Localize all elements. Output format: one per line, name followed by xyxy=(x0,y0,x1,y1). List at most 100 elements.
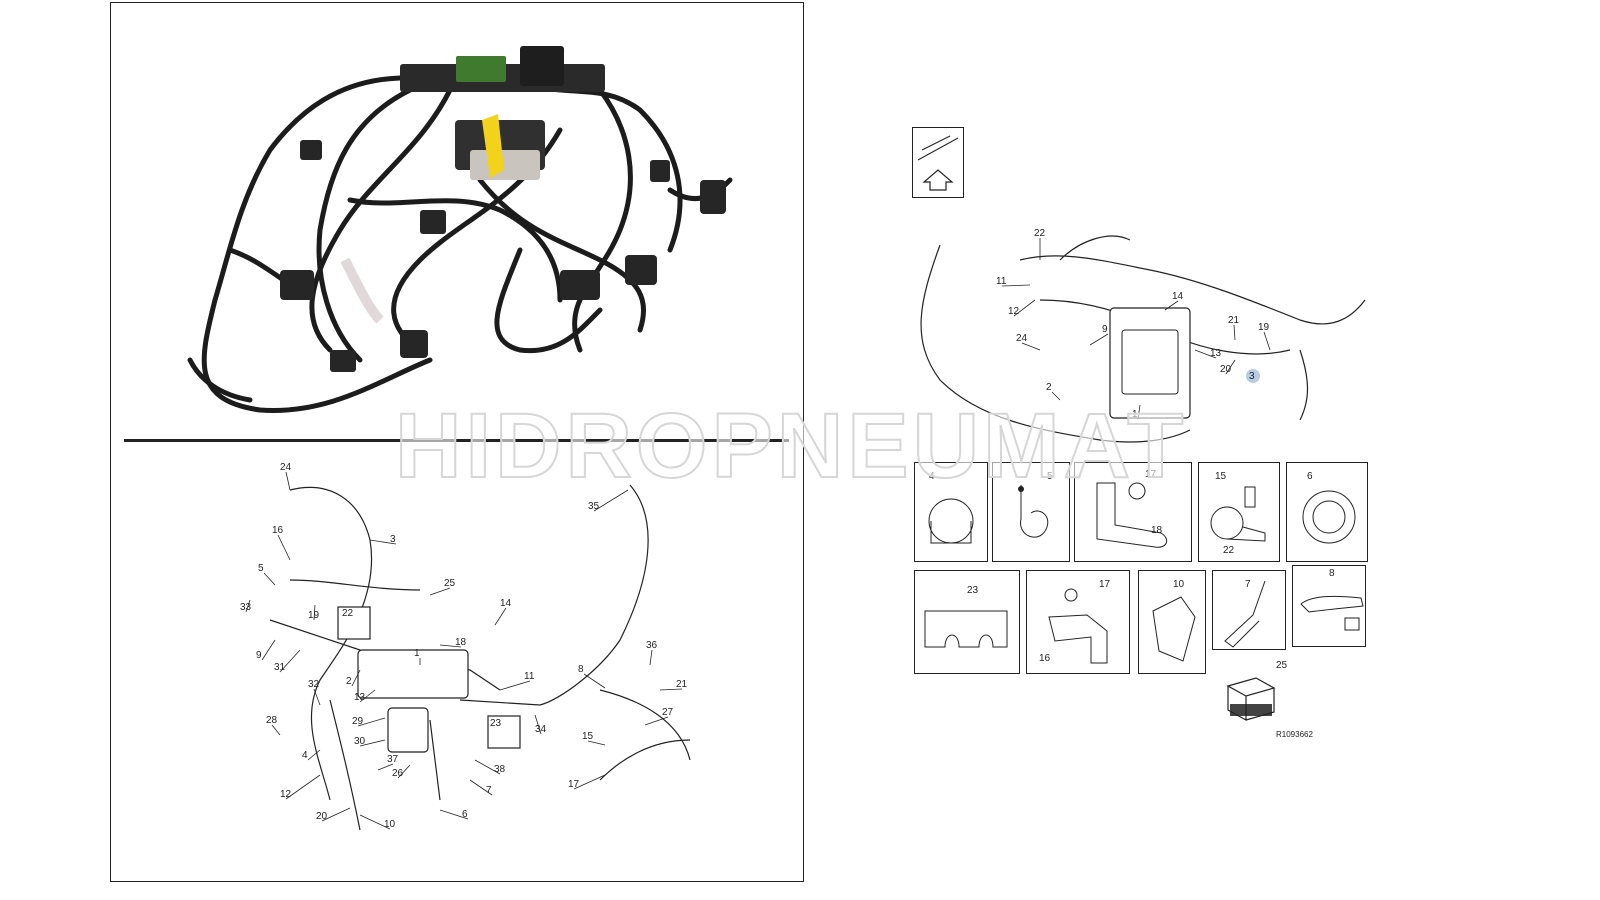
right-main-leader-line xyxy=(1021,342,1041,351)
bottom-left-callout: 2 xyxy=(346,676,352,687)
part-cell: 23 xyxy=(914,570,1020,674)
right-main-callout: 24 xyxy=(1016,333,1028,344)
bottom-left-callout: 5 xyxy=(258,563,264,574)
bottom-left-leader-line xyxy=(245,599,251,613)
bottom-left-leader-line xyxy=(359,814,391,830)
part-number: 17 xyxy=(1145,469,1157,480)
bottom-left-leader-line xyxy=(649,649,653,666)
part-drawing xyxy=(1096,482,1168,548)
bottom-left-callout: 15 xyxy=(582,731,594,742)
bottom-left-leader-line xyxy=(377,763,394,771)
bottom-left-callout: 1 xyxy=(414,648,420,659)
bottom-left-callout: 29 xyxy=(352,716,364,727)
bottom-left-callout: 16 xyxy=(272,525,284,536)
bottom-left-callout: 26 xyxy=(392,768,404,779)
right-main-callout: 11 xyxy=(996,276,1007,287)
bottom-left-callout: 33 xyxy=(240,602,252,613)
right-main-leader-line xyxy=(1051,391,1061,401)
bottom-left-leader-line xyxy=(279,649,301,673)
bottom-left-callout: 12 xyxy=(280,789,292,800)
part-number: 10 xyxy=(1173,579,1185,590)
bottom-left-leader-line xyxy=(593,489,629,512)
bottom-left-leader-line xyxy=(271,724,281,736)
kit-box-label: 25 xyxy=(1276,660,1288,671)
part-number: 17 xyxy=(1099,579,1111,590)
part-drawing xyxy=(1300,595,1364,631)
right-main-leader-line xyxy=(1013,299,1036,317)
part-drawing xyxy=(1018,485,1049,538)
bottom-left-leader-line xyxy=(439,644,462,648)
bottom-left-leader-line xyxy=(659,688,683,691)
part-cell: 8 xyxy=(1292,565,1366,647)
bottom-left-leader-line xyxy=(469,779,493,796)
right-main-leader-line xyxy=(1225,359,1236,375)
watermark: HIDROPNEUMAT xyxy=(394,395,1188,497)
bottom-left-leader-line xyxy=(499,680,531,691)
right-main-leader-line xyxy=(1194,349,1217,359)
bottom-left-leader-line xyxy=(644,716,669,726)
bottom-left-leader-line xyxy=(263,572,276,586)
bottom-left-leader-line xyxy=(494,607,507,626)
right-main-callout: 20 xyxy=(1220,364,1232,375)
bottom-left-leader-line xyxy=(357,717,386,727)
bottom-left-leader-line xyxy=(583,673,606,689)
part-number: 16 xyxy=(1039,653,1051,664)
part-drawing xyxy=(1210,486,1266,542)
reference-code: R1093662 xyxy=(1276,730,1313,739)
right-main-leader-line xyxy=(1164,300,1179,311)
bottom-left-leader-line xyxy=(397,764,411,779)
bottom-left-callout: 3 xyxy=(390,534,396,545)
bottom-left-callout: 34 xyxy=(535,724,547,735)
bottom-left-leader-line xyxy=(261,639,276,661)
left-panel-divider xyxy=(124,439,789,442)
bottom-left-leader-line xyxy=(359,689,376,703)
part-number: 8 xyxy=(1329,568,1335,579)
right-main-leader-line xyxy=(1137,404,1141,420)
part-number: 4 xyxy=(929,471,935,482)
bottom-left-callout: 8 xyxy=(578,664,584,675)
bottom-left-callout: 23 xyxy=(490,718,502,729)
right-main-callout: 2 xyxy=(1046,382,1052,393)
bottom-left-callout: 11 xyxy=(524,671,535,682)
right-main-leader-line xyxy=(1263,331,1271,351)
part-number: 22 xyxy=(1223,545,1235,556)
bottom-left-leader-line xyxy=(429,587,451,596)
bottom-left-callout: 30 xyxy=(354,736,366,747)
bottom-left-leader-line xyxy=(285,471,291,491)
bottom-left-leader-line xyxy=(369,539,397,545)
part-number: 5 xyxy=(1047,471,1053,482)
right-main-callout: 21 xyxy=(1228,315,1240,326)
right-main-callout: 19 xyxy=(1258,322,1270,333)
bottom-left-leader-line xyxy=(285,774,321,800)
part-number: 15 xyxy=(1215,471,1227,482)
bottom-left-leader-line xyxy=(307,749,321,761)
bottom-left-callout: 28 xyxy=(266,715,278,726)
bottom-left-leader-line xyxy=(359,739,386,747)
bottom-left-callout: 7 xyxy=(486,785,492,796)
part-cell: 10 xyxy=(1138,570,1206,674)
right-main-leader-line xyxy=(1089,333,1109,346)
right-main-leader-line xyxy=(1233,324,1236,341)
part-drawing xyxy=(1302,490,1356,544)
part-drawing xyxy=(928,498,974,544)
part-drawing xyxy=(1224,580,1266,648)
bottom-left-callout: 35 xyxy=(588,501,600,512)
bottom-left-callout: 22 xyxy=(342,608,354,619)
part-cell: 6 xyxy=(1286,462,1368,562)
bottom-left-callout: 27 xyxy=(662,707,674,718)
part-number: 23 xyxy=(967,585,979,596)
right-main-callout: 14 xyxy=(1172,291,1184,302)
right-main-callout: 12 xyxy=(1008,306,1020,317)
bottom-left-callout: 20 xyxy=(316,811,328,822)
part-cell: 4 xyxy=(914,462,988,562)
bottom-left-leader-line xyxy=(321,807,351,822)
bottom-left-callout: 25 xyxy=(444,578,456,589)
part-number: 18 xyxy=(1151,525,1163,536)
bottom-left-callout: 18 xyxy=(455,637,467,648)
bottom-left-callout: 10 xyxy=(384,819,396,830)
bottom-left-leader-line xyxy=(573,774,606,790)
